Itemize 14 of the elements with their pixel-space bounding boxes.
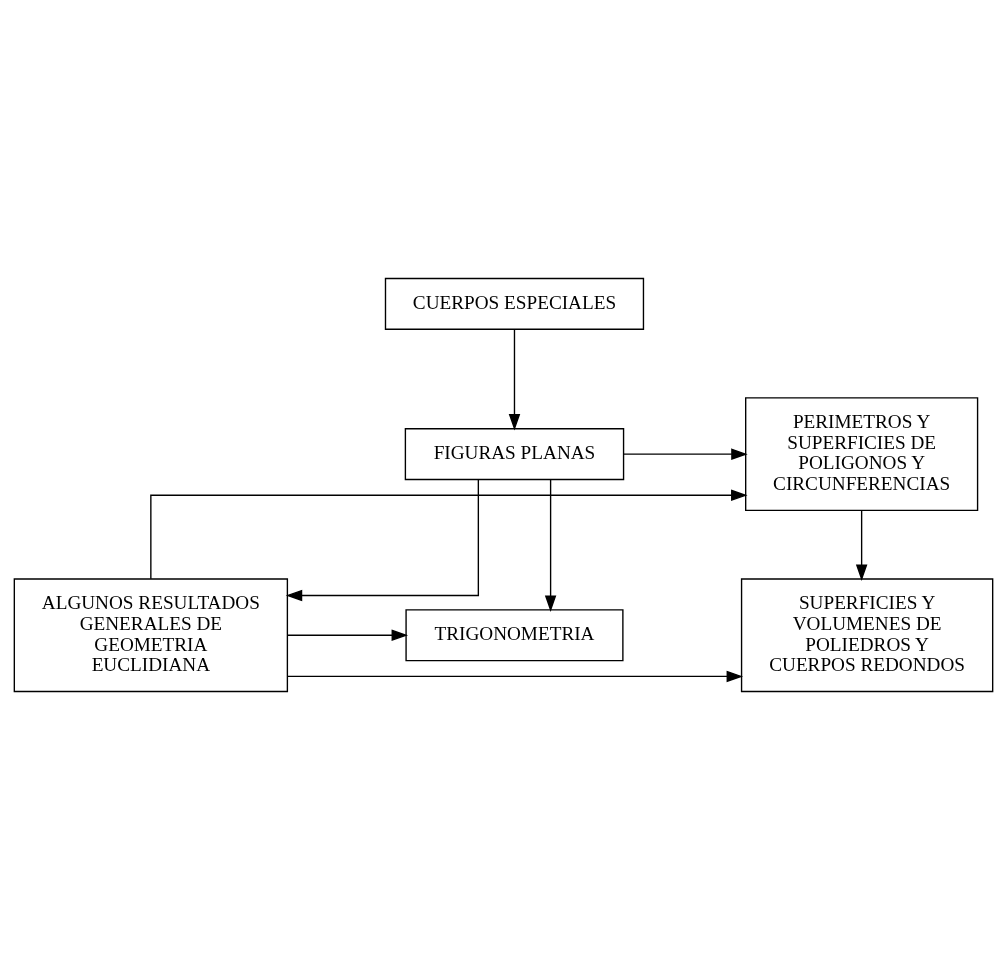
node-box: SUPERFICIES Y VOLUMENES DE POLIEDROS Y CUERPOS REDONDOS [740, 578, 994, 693]
arrow [287, 629, 409, 642]
node-box: TRIGONOMETRIA [405, 609, 624, 662]
node-box: ALGUNOS RESULTADOS GENERALES DE GEOMETRIA EUCLIDIANA [13, 578, 289, 693]
node-box: FIGURAS PLANAS [404, 428, 625, 481]
arrow [508, 328, 521, 431]
arrow [544, 479, 557, 612]
arrow [285, 479, 480, 602]
arrow [150, 489, 748, 580]
node-box: PERIMETROS Y SUPERFICIES DE POLIGONOS Y CIRCUNFERENCIAS [745, 397, 979, 512]
arrow [287, 670, 744, 683]
arrow [855, 509, 868, 582]
arrow [623, 448, 748, 460]
node-box: CUERPOS ESPECIALES [384, 277, 645, 330]
